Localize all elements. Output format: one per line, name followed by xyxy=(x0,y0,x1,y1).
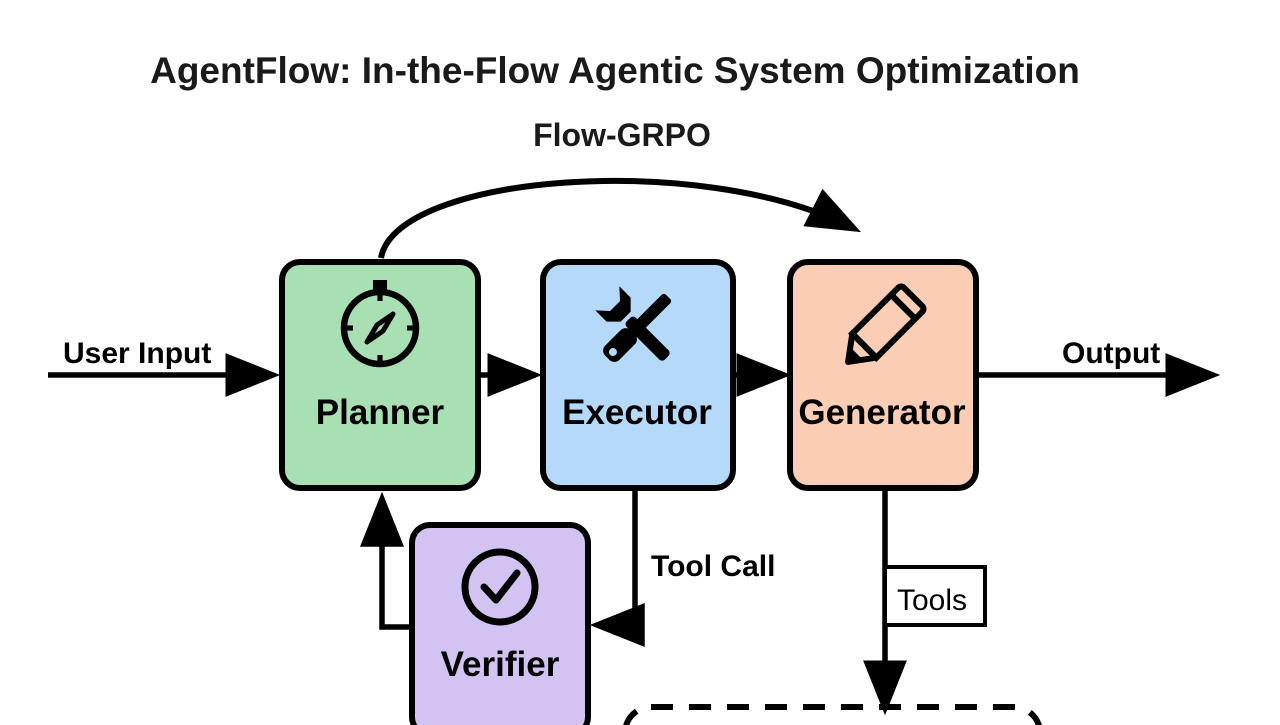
tools-box: Tools xyxy=(883,565,987,627)
node-planner-box[interactable] xyxy=(279,259,481,491)
compass-icon xyxy=(340,280,420,368)
edge-flow-grpo-curve xyxy=(378,177,862,259)
pencil-icon xyxy=(845,283,927,365)
node-verifier-label: Verifier xyxy=(441,645,560,684)
node-generator-box[interactable] xyxy=(787,259,979,491)
node-planner[interactable]: Planner xyxy=(279,259,481,491)
node-planner-label: Planner xyxy=(316,393,445,432)
node-executor-label: Executor xyxy=(562,393,712,432)
flow-grpo-label: Flow-GRPO xyxy=(533,117,711,153)
edge-tool-call xyxy=(589,488,645,647)
tool-call-label: Tool Call xyxy=(651,550,775,583)
node-generator-label: Generator xyxy=(798,393,966,432)
node-generator[interactable]: Generator xyxy=(787,259,979,491)
check-circle-icon xyxy=(461,548,539,626)
output-label: Output xyxy=(1062,337,1160,370)
tools-box-rect xyxy=(883,565,987,627)
node-executor[interactable]: Executor xyxy=(540,259,736,491)
page-title: AgentFlow: In-the-Flow Agentic System Op… xyxy=(150,50,1080,91)
tools-box-label: Tools xyxy=(897,584,967,617)
edge-verifier-to-planner xyxy=(360,491,412,630)
tools-hammer-wrench-icon xyxy=(595,286,672,362)
user-input-label: User Input xyxy=(63,337,211,370)
tool-environment-dashed-container xyxy=(623,704,1042,725)
node-verifier[interactable]: Verifier xyxy=(409,522,591,725)
node-executor-box[interactable] xyxy=(540,259,736,491)
